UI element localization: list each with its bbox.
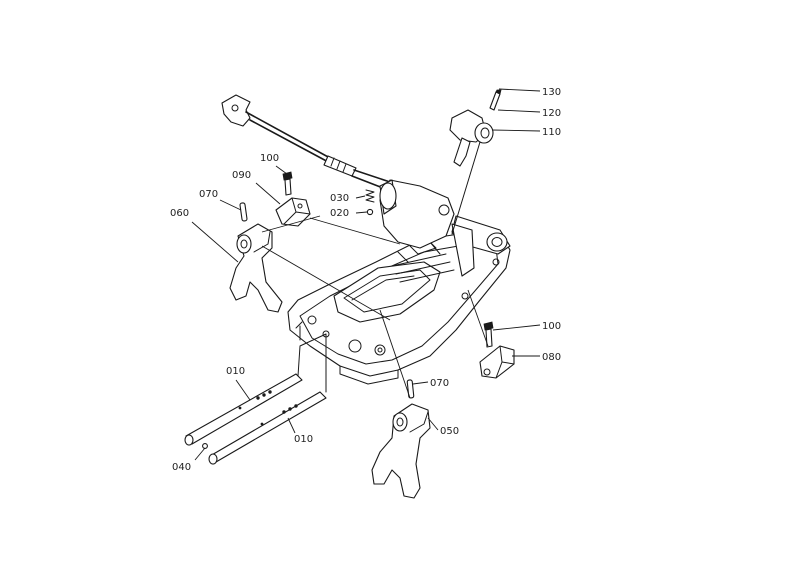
callout-010-upper: 010 bbox=[226, 366, 245, 377]
shift-rod-010-lower bbox=[208, 391, 327, 465]
callout-040: 040 bbox=[172, 462, 191, 473]
gear-case-housing bbox=[287, 231, 511, 385]
roll-pin-070-lower bbox=[406, 379, 415, 399]
callout-060: 060 bbox=[170, 208, 189, 219]
callout-030: 030 bbox=[330, 193, 349, 204]
ball-020 bbox=[366, 208, 374, 216]
callout-070-lower: 070 bbox=[430, 378, 449, 389]
shift-fork-050 bbox=[371, 309, 431, 499]
leader-lines bbox=[191, 88, 541, 461]
bolt-100-lower bbox=[483, 321, 494, 348]
shift-rod-010-upper bbox=[184, 333, 327, 446]
roll-pin-070-upper bbox=[239, 202, 248, 222]
spring-030 bbox=[365, 189, 375, 203]
bolt-100-upper bbox=[282, 171, 293, 196]
callout-070-upper: 070 bbox=[199, 189, 218, 200]
callout-010-lower: 010 bbox=[294, 434, 313, 445]
callout-110: 110 bbox=[542, 127, 561, 138]
selector-housing bbox=[379, 179, 511, 277]
callout-080: 080 bbox=[542, 352, 561, 363]
ball-040 bbox=[202, 443, 208, 449]
callout-labels: 130 120 110 100 090 070 060 030 020 100 … bbox=[170, 87, 561, 473]
callout-130: 130 bbox=[542, 87, 561, 98]
callout-090: 090 bbox=[232, 170, 251, 181]
lock-block-090 bbox=[275, 197, 311, 227]
callout-100-upper: 100 bbox=[260, 153, 279, 164]
lock-block-080 bbox=[467, 289, 515, 379]
shift-fork-060 bbox=[229, 215, 401, 321]
callout-020: 020 bbox=[330, 208, 349, 219]
shift-lever-110 bbox=[449, 109, 494, 235]
callout-120: 120 bbox=[542, 108, 561, 119]
pin-120 bbox=[489, 89, 502, 111]
callout-100-lower: 100 bbox=[542, 321, 561, 332]
callout-050: 050 bbox=[440, 426, 459, 437]
